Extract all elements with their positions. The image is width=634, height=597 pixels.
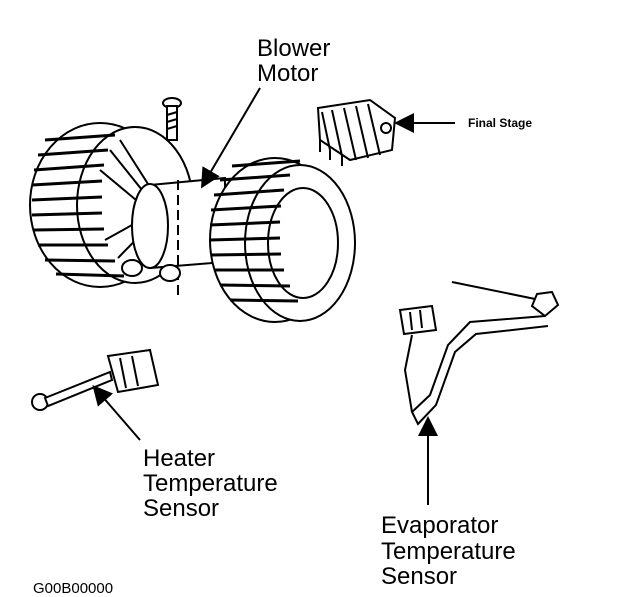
blower-motor-illustration	[29, 97, 356, 323]
evaporator-label-line3: Sensor	[381, 563, 458, 590]
heater-label-line3: Sensor	[143, 495, 220, 522]
blower-label-line1: Blower	[257, 35, 331, 62]
evaporator-label-line1: Evaporator	[381, 512, 499, 539]
heater-sensor-illustration	[31, 348, 160, 411]
final-stage-label: Final Stage	[468, 116, 533, 130]
evaporator-label-line2: Temperature	[381, 538, 516, 565]
heater-label-line1: Heater	[143, 445, 216, 472]
mounting-screw	[162, 97, 182, 141]
blower-label-line2: Motor	[257, 60, 319, 87]
heater-sensor-arrow	[92, 384, 141, 441]
motor-bracket	[121, 259, 181, 282]
figure-code: G00B00000	[33, 580, 114, 597]
right-fan-wheel	[209, 157, 356, 323]
motor-body	[131, 176, 226, 300]
evaporator-sensor-illustration	[398, 281, 560, 426]
blower-motor-arrow	[200, 87, 261, 189]
heater-label-line2: Temperature	[143, 470, 278, 497]
leader-arrows	[92, 87, 455, 505]
final-stage-illustration	[316, 98, 397, 166]
